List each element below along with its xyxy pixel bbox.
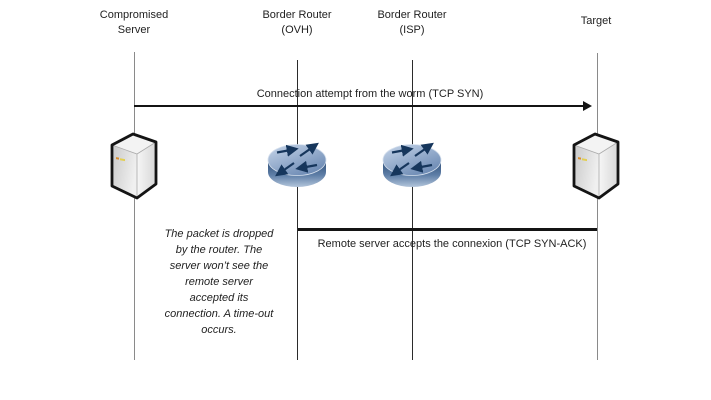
lifeline-compromised-server: [134, 52, 135, 360]
message-label-tcp-syn-ack: Remote server accepts the connexion (TCP…: [317, 238, 587, 250]
arrowhead-right-icon: [583, 101, 592, 111]
message-line-tcp-syn: [134, 105, 584, 107]
isp-router-icon: [382, 142, 442, 187]
actor-label-border-router-ovh: Border Router (OVH): [262, 9, 332, 36]
actor-label-target: Target: [580, 15, 612, 27]
compromised-server-icon: [110, 132, 158, 200]
lifeline-border-router-ovh: [297, 60, 298, 360]
target-server-icon: [572, 132, 620, 200]
lifeline-target: [597, 53, 598, 360]
note-packet-dropped-timeout: The packet is dropped by the router. The…: [164, 228, 274, 336]
actor-label-border-router-isp: Border Router (ISP): [377, 9, 447, 36]
message-label-tcp-syn: Connection attempt from the worm (TCP SY…: [256, 88, 484, 100]
message-line-tcp-syn-ack: [298, 228, 597, 231]
ovh-router-icon: [267, 142, 327, 187]
lifeline-border-router-isp: [412, 60, 413, 360]
actor-label-compromised-server: Compromised Server: [99, 9, 169, 36]
